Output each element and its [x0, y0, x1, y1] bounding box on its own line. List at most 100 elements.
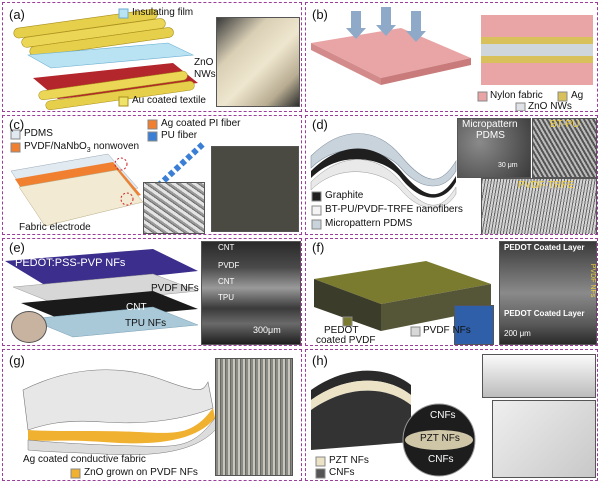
label-sem-cnt-bottom: CNT: [218, 277, 235, 286]
pedot-swatch: [342, 316, 353, 327]
cnt-layer: [21, 291, 198, 321]
pedot-layer: [5, 249, 198, 287]
panel-tag: (h): [312, 353, 328, 368]
graphite-swatch: [311, 191, 322, 202]
panel-d-sem-pdms: [457, 118, 531, 178]
zno-layer: [28, 408, 215, 444]
zoom-circle-top: [114, 157, 128, 171]
label-pedot-coated-a: PEDOT: [324, 325, 359, 336]
panel-e-sem-cross-section: [201, 241, 301, 345]
panel-c-illustration: [10, 119, 206, 227]
label-nylon-fabric: Nylon fabric: [490, 90, 543, 101]
panel-tag: (g): [9, 353, 25, 368]
panel-b: (b) Nylon fabric Ag ZnO NWs: [305, 2, 598, 112]
panel-e-skin-photo: [11, 311, 47, 343]
label-micropattern-pdms-legend: Micropattern PDMS: [325, 218, 413, 229]
label-ag-pi-fiber: Ag coated PI fiber: [161, 118, 241, 129]
pvdf-swatch: [410, 326, 421, 337]
zno-swatch: [515, 102, 526, 111]
label-nanofibers: BT-PU/PVDF-TRFE nanofibers: [325, 204, 463, 215]
panel-tag: (b): [312, 7, 328, 22]
label-ag: Ag: [571, 90, 584, 101]
cnf-layer-top: [311, 370, 411, 400]
ag-fabric-top: [22, 369, 214, 431]
label-pvdf-trfe: PVDF-TRFE: [518, 180, 575, 191]
cross-section-layers: [481, 15, 593, 85]
label-graphite: Graphite: [325, 190, 364, 201]
label-zno-nws: ZnO NWs: [528, 101, 572, 112]
label-pedot-coated-b: coated PVDF: [316, 335, 376, 346]
zno-swatch: [70, 468, 81, 479]
label-pzt-nfs: PZT NFs: [420, 433, 460, 444]
panel-f-sem-cross-section: [499, 241, 597, 345]
panel-g-fabric-photo: [215, 358, 293, 476]
label-scale-30um: 30 μm: [498, 162, 518, 169]
panel-tag: (f): [312, 240, 325, 255]
pu-swatch: [147, 131, 158, 142]
ag-pi-fiber: [155, 141, 206, 189]
tpu-layer: [28, 306, 199, 338]
label-scale-300um: 300μm: [253, 325, 281, 335]
panel-h-photo-device: [492, 400, 596, 478]
panel-f-illustration: [314, 261, 491, 337]
panel-c-device-photo: [211, 146, 299, 232]
ag-pi-swatch: [147, 119, 158, 130]
label-pvdf-side: PVDF NFs: [589, 263, 597, 298]
panel-g: (g) Ag coated conductive fabric ZnO grow…: [2, 349, 302, 481]
press-arrows: [346, 7, 426, 42]
label-insulating-film: Insulating film: [132, 7, 194, 18]
panel-g-illustration: [22, 369, 218, 479]
panel-e: (e) PEDOT:PSS-PVP NFs PVDF NFs CNT TPU N…: [2, 238, 302, 346]
label-pedot-layer-bottom: PEDOT Coated Layer: [504, 309, 585, 318]
label-tpu-nfs: TPU NFs: [125, 318, 167, 329]
label-pedot-layer-top: PEDOT Coated Layer: [504, 243, 585, 252]
panel-d-illustration: [310, 133, 457, 230]
panel-tag: (c): [9, 117, 25, 132]
label-pu-fiber: PU fiber: [161, 130, 198, 141]
label-au-textile: Au coated textile: [132, 95, 206, 106]
label-fabric-electrode: Fabric electrode: [19, 222, 91, 233]
label-zno-pvdf: ZnO grown on PVDF NFs: [84, 467, 198, 478]
pvdf-layer: [12, 273, 199, 306]
label-cnt: CNT: [126, 302, 147, 313]
label-pdms: PDMS: [24, 128, 53, 139]
panel-f-device-photo: [454, 305, 494, 345]
panel-a: (a) Insulating film ZnO NWs Au coated te…: [2, 2, 302, 112]
panel-h: (h) CNFs PZT NFs CNFs PZT NFs CNFs: [305, 349, 598, 481]
panel-e-illustration: [5, 249, 199, 338]
label-legend-cnfs: CNFs: [329, 467, 355, 478]
label-bt-pu: BT-PU: [550, 119, 580, 130]
panel-a-textile-photo: [216, 17, 300, 107]
label-zno: ZnO: [194, 57, 214, 68]
nylon-fabric-slab: [311, 28, 471, 78]
ag-swatch: [557, 91, 568, 102]
pvdf-swatch: [10, 142, 21, 153]
label-pedot: PEDOT:PSS-PVP NFs: [15, 257, 126, 269]
label-cnfs-bottom: CNFs: [428, 454, 454, 465]
cnf-layer-bottom: [311, 390, 411, 450]
label-legend-pzt: PZT NFs: [329, 455, 369, 466]
pdms-swatch: [10, 129, 21, 140]
pzt-layer: [311, 380, 411, 410]
panel-tag: (a): [9, 7, 25, 22]
zno-nanowire-rods: [33, 63, 198, 111]
wavy-layers: [310, 133, 457, 209]
panel-d-sem-pvdf-trfe: [481, 178, 597, 234]
panel-h-photo-top: [482, 354, 596, 398]
label-ag-fabric: Ag coated conductive fabric: [23, 454, 146, 465]
pedot-coated-top: [314, 261, 491, 304]
panel-tag: (e): [9, 240, 25, 255]
label-sem-pvdf: PVDF: [218, 261, 240, 270]
panel-c-sem-inset: [143, 182, 205, 234]
label-micropattern-pdms: PDMS: [476, 130, 505, 141]
insulating-film-swatch: [118, 8, 129, 19]
label-sem-cnt-top: CNT: [218, 243, 235, 252]
label-pvdf-nfs: PVDF NFs: [423, 325, 471, 336]
panel-b-illustration: [311, 7, 593, 111]
panel-d: (d) Micropattern PDMS BT-PU PVDF-TRFE 30…: [305, 115, 598, 235]
label-nws: NWs: [194, 69, 216, 80]
insulating-film: [27, 42, 195, 69]
panel-a-illustration: [13, 8, 198, 111]
micropattern-swatch: [311, 219, 322, 230]
panel-h-illustration: [311, 370, 476, 479]
